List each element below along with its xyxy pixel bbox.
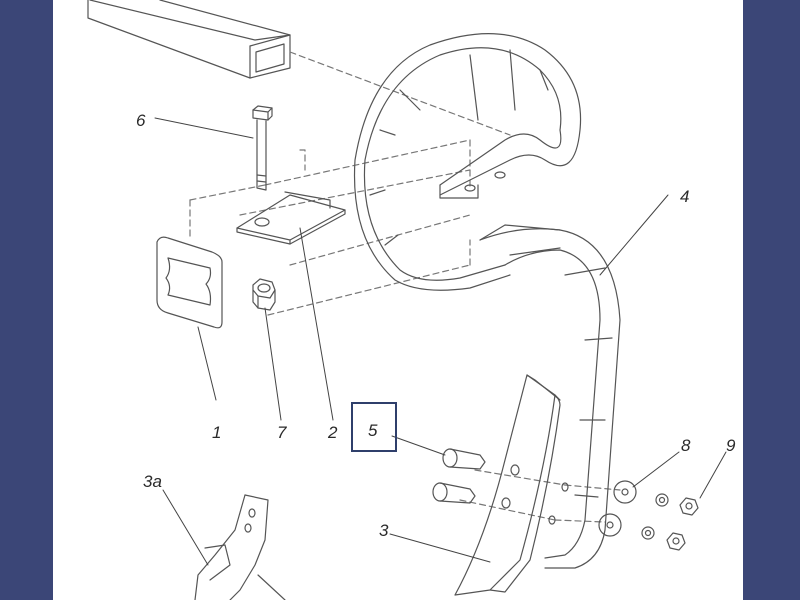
nuts-9 — [641, 493, 699, 551]
label-part-9: 9 — [726, 436, 736, 455]
leader-lines — [154, 117, 727, 566]
label-part-4: 4 — [680, 187, 690, 206]
bolt-6 — [252, 105, 273, 191]
square-tube-beam — [87, 0, 291, 79]
label-part-5: 5 — [368, 421, 378, 440]
drawing-sheet — [53, 0, 743, 600]
label-part-3a: 3a — [143, 472, 162, 491]
label-part-7: 7 — [277, 423, 287, 442]
label-part-8: 8 — [681, 436, 691, 455]
highlight-box-part-5 — [351, 402, 397, 452]
washers-8 — [598, 480, 637, 537]
nut-7 — [252, 278, 276, 311]
spring-tine-4 — [353, 33, 621, 569]
clamp-plate-2 — [236, 191, 346, 245]
label-part-2: 2 — [328, 423, 338, 442]
bolts-5 — [432, 448, 486, 504]
blade-3 — [454, 374, 569, 596]
label-part-6: 6 — [136, 111, 146, 130]
label-part-3: 3 — [379, 521, 389, 540]
assembly-guide-lines — [189, 51, 621, 523]
sweep-3a — [194, 494, 286, 600]
label-part-1: 1 — [212, 423, 222, 442]
frame-washer-1 — [156, 236, 223, 329]
